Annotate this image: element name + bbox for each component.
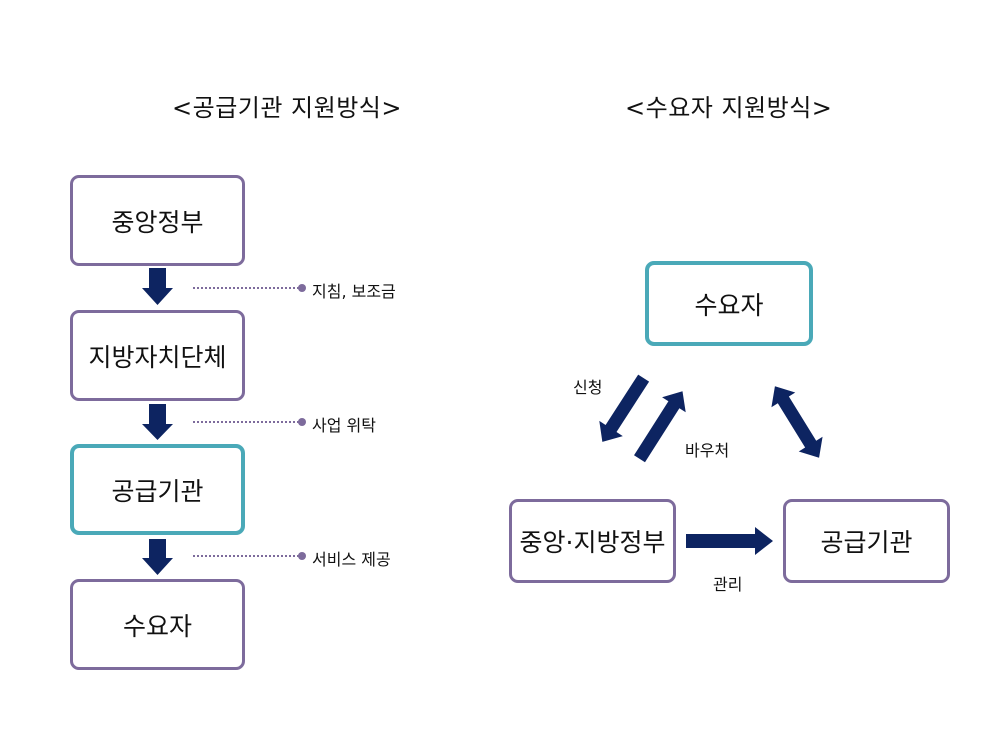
consumer-box-right: 수요자 xyxy=(645,261,813,346)
central-government-box: 중앙정부 xyxy=(70,175,245,266)
government-box-right: 중앙·지방정부 xyxy=(509,499,676,583)
dotted-line-2-dot xyxy=(298,418,306,426)
down-arrow-1 xyxy=(142,268,173,305)
note-service-provision: 서비스 제공 xyxy=(312,550,391,569)
down-arrow-3 xyxy=(142,539,173,575)
local-government-box: 지방자치단체 xyxy=(70,310,245,401)
left-title: <공급기관 지원방식> xyxy=(172,94,402,122)
consumer-provider-double-arrow xyxy=(771,386,823,458)
apply-arrow xyxy=(599,374,650,442)
provider-box-left: 공급기관 xyxy=(70,444,245,535)
note-project-consignment: 사업 위탁 xyxy=(312,416,376,435)
voucher-arrow xyxy=(634,391,686,463)
manage-arrow xyxy=(686,527,773,555)
label-voucher: 바우처 xyxy=(685,441,730,460)
label-manage: 관리 xyxy=(713,575,743,594)
down-arrow-2 xyxy=(142,404,173,440)
provider-box-right: 공급기관 xyxy=(783,499,950,583)
consumer-box-left: 수요자 xyxy=(70,579,245,670)
dotted-line-3-dot xyxy=(298,552,306,560)
dotted-line-1-dot xyxy=(298,284,306,292)
right-title: <수요자 지원방식> xyxy=(625,94,833,122)
note-guideline-subsidy: 지침, 보조금 xyxy=(312,282,396,301)
label-apply: 신청 xyxy=(573,378,603,397)
